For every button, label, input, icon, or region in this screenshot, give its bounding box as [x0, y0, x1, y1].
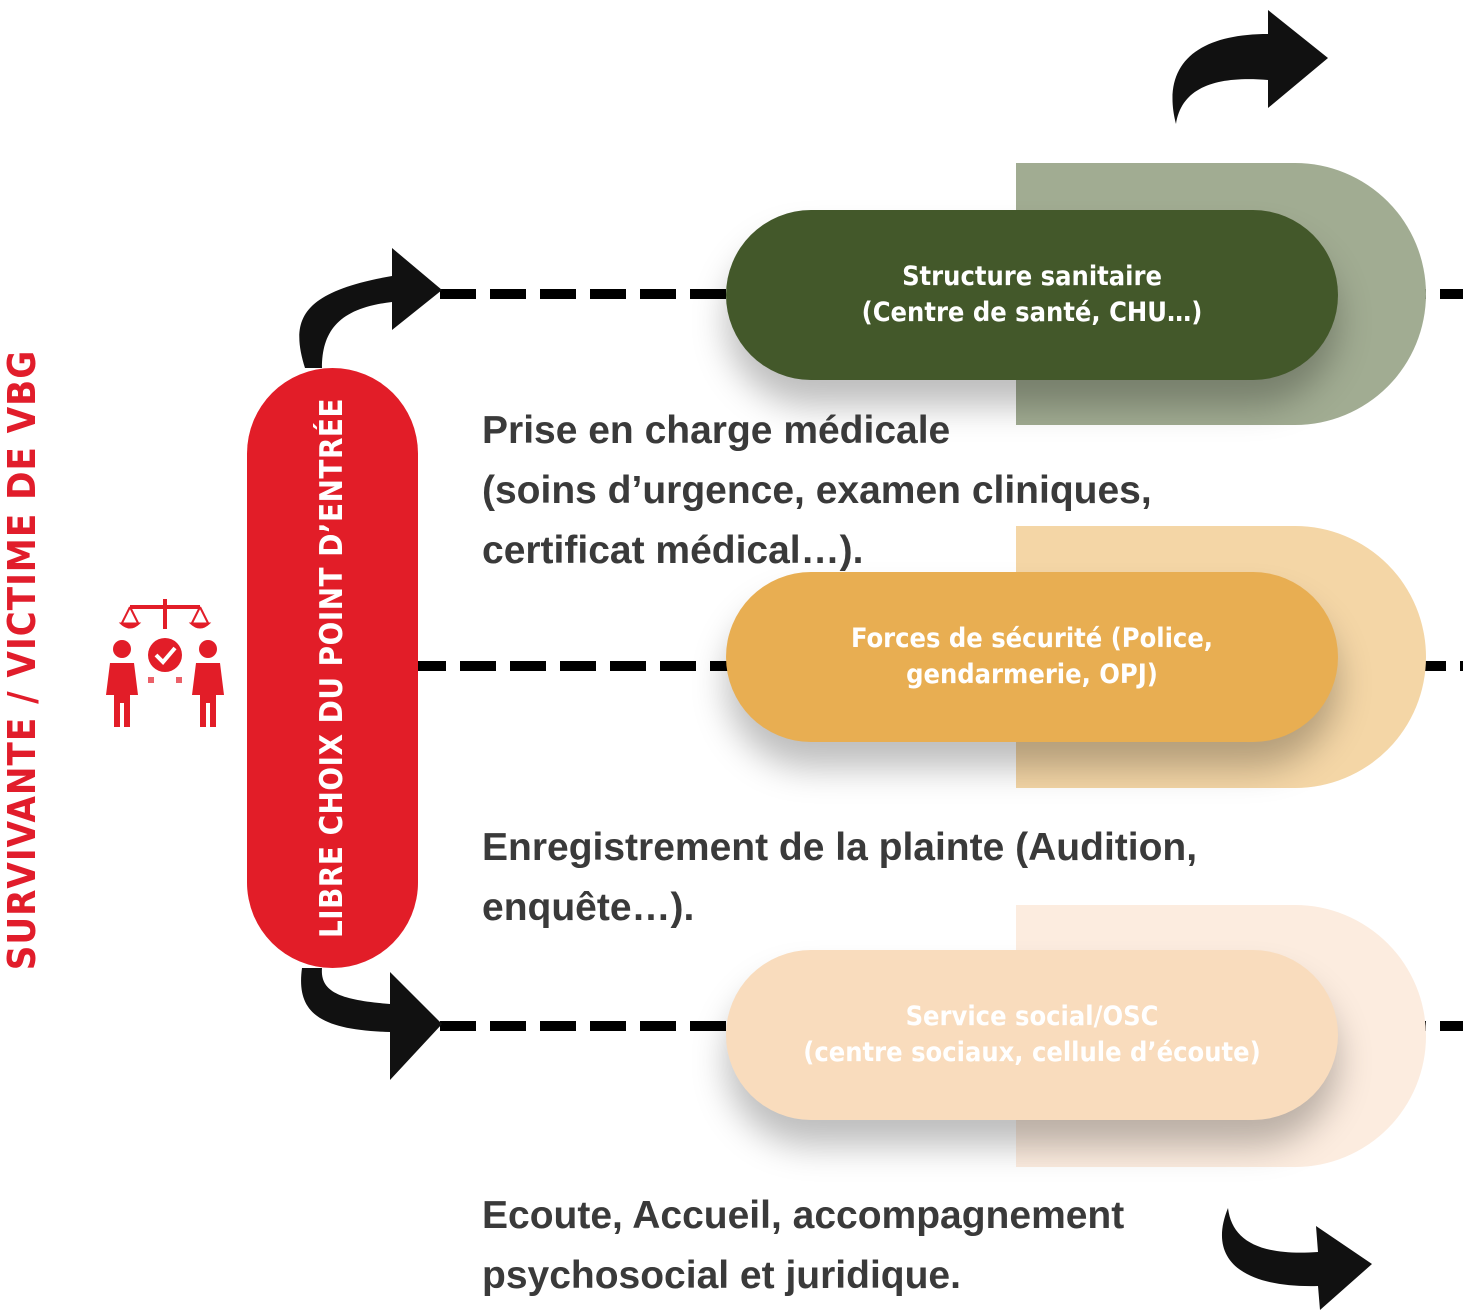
entry-point-title: Forces de sécurité (Police,: [850, 623, 1214, 654]
description-social: Ecoute, Accueil, accompagnement psychoso…: [482, 1186, 1124, 1306]
description-sante: Prise en charge médicale (soins d’urgenc…: [482, 401, 1152, 581]
justice-survivors-icon: [106, 599, 224, 727]
description-line: enquête…).: [482, 886, 695, 929]
description-line: Prise en charge médicale: [482, 409, 951, 452]
entry-point-subtitle: gendarmerie, OPJ): [906, 659, 1158, 690]
description-securite: Enregistrement de la plainte (Audition, …: [482, 818, 1197, 938]
entry-point-forces-securite: Forces de sécurité (Police, gendarmerie,…: [726, 572, 1338, 742]
entry-choice-pill: [247, 368, 418, 968]
description-line: (soins d’urgence, examen cliniques,: [482, 469, 1152, 512]
entry-point-subtitle: (centre sociaux, cellule d’écoute): [803, 1037, 1261, 1068]
survivor-title: SURVIVANTE / VICTIME DE VBG: [0, 349, 44, 971]
entry-point-title: Structure sanitaire: [902, 261, 1162, 292]
entry-point-title: Service social/OSC: [905, 1001, 1159, 1032]
description-line: Enregistrement de la plainte (Audition,: [482, 826, 1198, 869]
entry-choice-label: LIBRE CHOIX DU POINT D’ENTRÉE: [314, 397, 350, 939]
entry-point-subtitle: (Centre de santé, CHU…): [861, 297, 1203, 328]
description-line: Ecoute, Accueil, accompagnement: [482, 1194, 1125, 1237]
description-line: certificat médical…).: [482, 529, 864, 572]
description-line: psychosocial et juridique.: [482, 1254, 961, 1297]
entry-point-structure-sanitaire: Structure sanitaire (Centre de santé, CH…: [726, 210, 1338, 380]
entry-point-service-social: Service social/OSC (centre sociaux, cell…: [726, 950, 1338, 1120]
